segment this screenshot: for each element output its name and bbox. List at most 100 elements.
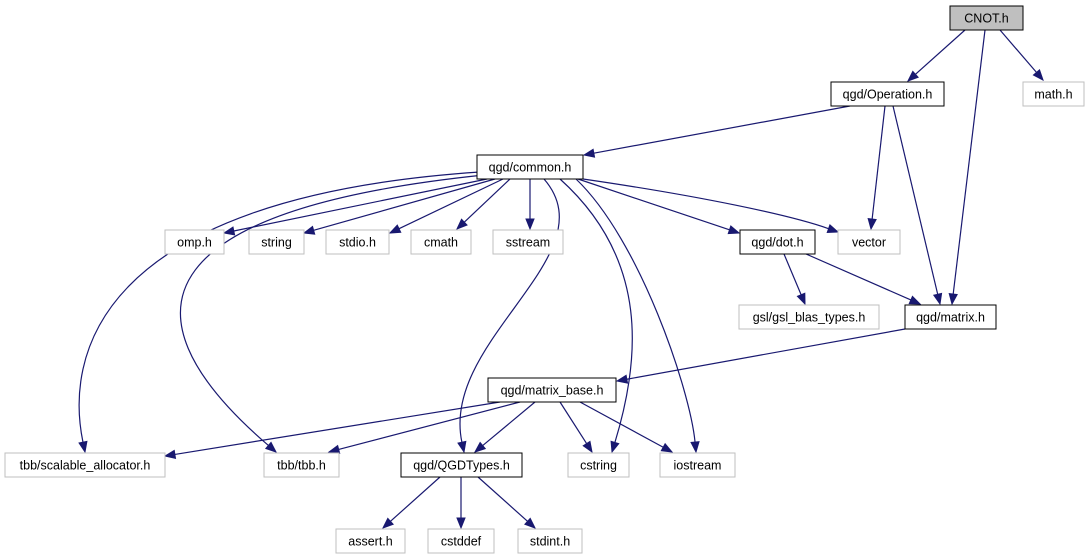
edge-line <box>338 401 521 451</box>
edge-cnot-to-math <box>999 29 1044 82</box>
node-box <box>487 377 617 403</box>
node-label: qgd/matrix_base.h <box>501 384 604 398</box>
edge-dot-to-matrix <box>805 253 922 305</box>
edge-line <box>179 174 485 446</box>
node-label: vector <box>852 236 886 250</box>
node-assert: assert.h <box>335 528 406 554</box>
edge-arrowhead <box>948 293 958 306</box>
edge-arrowhead <box>610 440 620 454</box>
node-matrixbase[interactable]: qgd/matrix_base.h <box>487 377 617 403</box>
node-operation[interactable]: qgd/Operation.h <box>830 81 945 107</box>
node-iostream: iostream <box>659 452 736 478</box>
node-box <box>476 154 584 180</box>
edge-qgdtypes-to-assert <box>381 476 441 529</box>
edge-common-to-omp <box>222 178 488 236</box>
node-string: string <box>248 229 305 255</box>
node-label: qgd/QGDTypes.h <box>413 459 510 473</box>
edge-arrowhead <box>932 292 943 306</box>
edge-line <box>559 178 633 443</box>
edge-arrowhead <box>473 441 487 453</box>
node-label: cstddef <box>441 535 482 549</box>
node-label: CNOT.h <box>964 12 1009 26</box>
edge-common-to-sstream <box>525 179 535 231</box>
edge-arrowhead <box>302 225 316 235</box>
edge-arrowhead <box>264 441 278 453</box>
node-box <box>659 452 736 478</box>
node-label: gsl/gsl_blas_types.h <box>753 311 866 325</box>
node-box <box>949 5 1024 31</box>
edge-matrix-to-matrixbase <box>615 328 906 384</box>
node-box <box>739 229 816 255</box>
node-vector: vector <box>837 229 901 255</box>
edge-common-to-vector <box>582 178 840 233</box>
node-box <box>325 229 390 255</box>
edge-line <box>398 178 504 230</box>
node-cnot[interactable]: CNOT.h <box>949 5 1024 31</box>
edge-matrixbase-to-tbbscalable <box>163 401 501 460</box>
node-box <box>738 304 880 330</box>
node-box <box>164 229 225 255</box>
edge-common-to-cmath <box>456 178 511 230</box>
edge-matrixbase-to-qgdtypes <box>473 401 536 453</box>
edge-line <box>999 29 1037 73</box>
edge-operation-to-common <box>582 105 851 158</box>
edge-line <box>783 253 802 296</box>
edge-line <box>233 178 488 232</box>
edge-arrowhead <box>78 440 88 454</box>
node-box <box>837 229 901 255</box>
node-tbbscalable: tbb/scalable_allocator.h <box>4 452 166 478</box>
node-cstring: cstring <box>567 452 630 478</box>
edge-arrowhead <box>327 444 341 454</box>
edge-arrowhead <box>867 218 877 231</box>
node-label: qgd/Operation.h <box>843 88 933 102</box>
edge-arrowhead <box>615 374 629 384</box>
node-omp: omp.h <box>164 229 225 255</box>
edge-operation-to-vector <box>867 105 886 231</box>
edge-arrowhead <box>222 226 236 236</box>
edge-arrowhead <box>457 440 467 454</box>
edge-operation-to-matrix <box>892 105 943 306</box>
node-label: stdint.h <box>530 535 570 549</box>
edge-matrixbase-to-tbbtbb <box>327 401 521 454</box>
node-box <box>410 229 472 255</box>
edge-arrowhead <box>908 295 922 305</box>
node-box <box>263 452 340 478</box>
node-label: string <box>261 236 292 250</box>
node-common[interactable]: qgd/common.h <box>476 154 584 180</box>
edge-line <box>915 29 966 75</box>
node-box <box>427 528 495 554</box>
edge-arrowhead <box>826 224 840 233</box>
edge-line <box>313 178 496 231</box>
edge-line <box>892 105 939 295</box>
edge-line <box>582 178 829 230</box>
node-label: cstring <box>580 459 617 473</box>
edge-arrowhead <box>727 225 741 235</box>
node-sstream: sstream <box>492 229 564 255</box>
edge-line <box>593 105 851 154</box>
node-box <box>335 528 406 554</box>
node-label: iostream <box>674 459 722 473</box>
node-box <box>248 229 305 255</box>
node-qgdtypes[interactable]: qgd/QGDTypes.h <box>400 452 523 478</box>
edge-line <box>174 401 501 456</box>
edge-arrowhead <box>524 517 537 529</box>
node-cmath: cmath <box>410 229 472 255</box>
edge-arrowhead <box>660 442 674 453</box>
node-matrix[interactable]: qgd/matrix.h <box>904 304 997 330</box>
edge-common-to-iostream <box>575 178 700 454</box>
edge-common-to-string <box>302 178 496 235</box>
edges-layer <box>78 29 1044 530</box>
node-dot[interactable]: qgd/dot.h <box>739 229 816 255</box>
node-gslblas: gsl/gsl_blas_types.h <box>738 304 880 330</box>
node-label: tbb/tbb.h <box>277 459 326 473</box>
edge-line <box>871 105 886 220</box>
edge-common-to-stdio <box>388 178 504 234</box>
node-label: omp.h <box>177 236 212 250</box>
edge-qgdtypes-to-stdint <box>477 476 537 529</box>
edge-arrowhead <box>456 517 466 530</box>
edge-dot-to-gslblas <box>783 253 806 306</box>
edge-cnot-to-matrix <box>948 29 986 306</box>
edge-arrowhead <box>690 441 700 454</box>
node-label: qgd/matrix.h <box>916 311 985 325</box>
